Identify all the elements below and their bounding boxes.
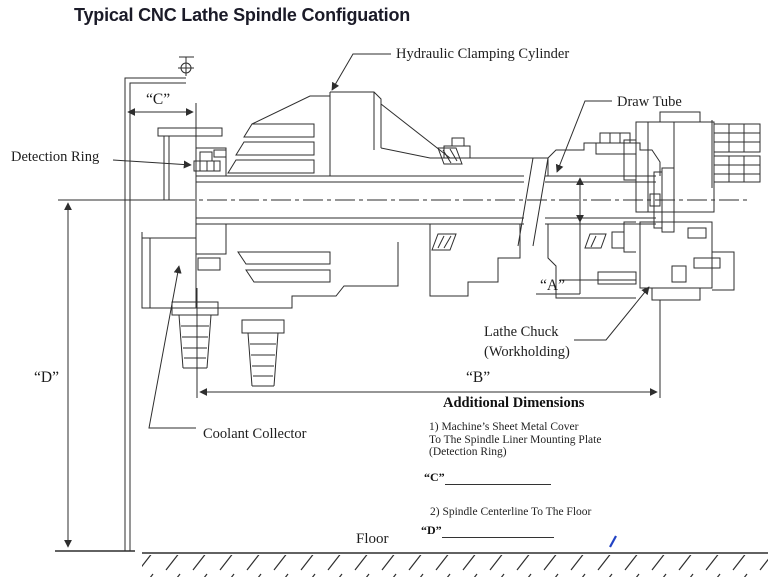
hydraulic-cylinder-body	[329, 91, 548, 176]
floor-hatching	[142, 555, 768, 577]
dim-d-label: “D”	[34, 369, 59, 386]
item1-line1: 1) Machine’s Sheet Metal Cover	[429, 421, 579, 433]
coolant-collector-drawing	[141, 232, 399, 387]
additional-dimensions-item2: 2) Spindle Centerline To The Floor	[430, 506, 591, 519]
detection-ring-leader	[112, 159, 192, 169]
dimension-d-fill-line	[441, 525, 554, 538]
cylinder-fins	[227, 95, 330, 174]
leader-lines	[112, 53, 650, 429]
sheet-metal-cover	[124, 56, 194, 551]
pen-mark	[609, 535, 617, 548]
coolant-collector-label: Coolant Collector	[203, 426, 307, 442]
dim-b-label: “B”	[466, 369, 490, 386]
dimension-d	[58, 199, 175, 548]
lathe-chuck-leader	[574, 286, 650, 341]
item1-line2: To The Spindle Liner Mounting Plate	[429, 433, 602, 446]
floor	[55, 550, 768, 577]
additional-dimensions-heading: Additional Dimensions	[443, 395, 585, 411]
detection-ring-label: Detection Ring	[11, 149, 99, 165]
dimension-d-blank: “D”	[421, 523, 554, 538]
floor-label: Floor	[356, 531, 389, 547]
spindle-nose-housing	[547, 132, 661, 176]
hydraulic-leader	[331, 53, 391, 91]
lathe-chuck-drawing	[623, 111, 761, 301]
bearings	[431, 147, 607, 251]
item1-line3: (Detection Ring)	[429, 446, 507, 458]
lower-right-housing	[547, 224, 637, 299]
dimension-c	[127, 103, 197, 170]
break-lines	[517, 157, 549, 247]
dimension-c-fill-line	[444, 472, 551, 485]
dimension-b	[196, 288, 661, 398]
lower-mid-housing	[429, 224, 521, 297]
dimension-c-blank-label: “C”	[424, 470, 445, 484]
hydraulic-cylinder-label: Hydraulic Clamping Cylinder	[396, 46, 569, 62]
additional-dimensions-item1: 1) Machine’s Sheet Metal Cover To The Sp…	[429, 421, 601, 459]
dimension-lines	[58, 103, 661, 548]
machine-drawing	[124, 56, 761, 551]
draw-tube-label: Draw Tube	[617, 94, 682, 110]
coolant-leader	[148, 265, 196, 429]
dimension-c-blank: “C”	[424, 470, 551, 485]
item2-line1: 2) Spindle Centerline To The Floor	[430, 506, 592, 518]
lathe-chuck-label-line2: (Workholding)	[484, 344, 570, 360]
dimension-a	[536, 177, 584, 295]
page-title: Typical CNC Lathe Spindle Configuation	[74, 5, 411, 25]
cover-support-bar	[157, 127, 223, 200]
spindle-shaft	[196, 175, 656, 225]
dimension-d-blank-label: “D”	[421, 523, 442, 537]
dim-c-label: “C”	[146, 91, 170, 108]
draw-tube-leader	[555, 100, 612, 173]
lower-fins	[237, 251, 331, 283]
lathe-chuck-label-line1: Lathe Chuck	[484, 324, 559, 340]
dim-a-label: “A”	[540, 277, 565, 294]
